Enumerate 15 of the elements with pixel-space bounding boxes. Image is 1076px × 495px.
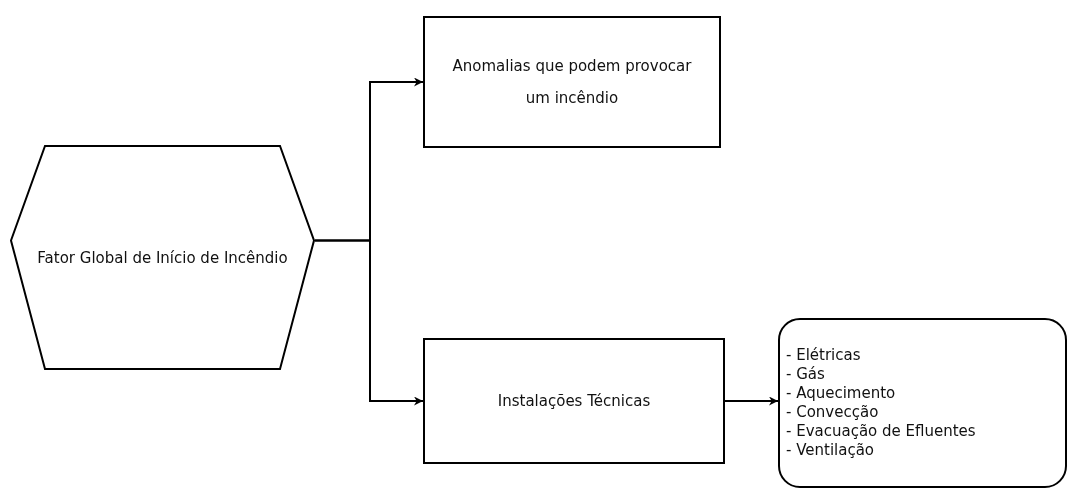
process-box — [423, 16, 721, 148]
list-item: - Elétricas — [786, 346, 861, 365]
list-item: - Ventilação — [786, 441, 875, 460]
process-box — [423, 338, 725, 464]
list-item: - Convecção — [786, 403, 879, 422]
arrow — [314, 239, 424, 406]
arrow — [724, 396, 779, 406]
node-label: Instalações Técnicas — [497, 391, 651, 412]
node-label: Fator Global de Início de Incêndio — [37, 247, 288, 269]
list-item: - Gás — [786, 365, 825, 384]
hexagon-node — [10, 145, 315, 370]
list-item: - Aquecimento — [786, 384, 896, 403]
rounded-box — [778, 318, 1067, 488]
list-item: - Evacuação de Efluentes — [786, 422, 976, 441]
node-label: Anomalias que podem provocar um incêndio — [451, 56, 693, 109]
